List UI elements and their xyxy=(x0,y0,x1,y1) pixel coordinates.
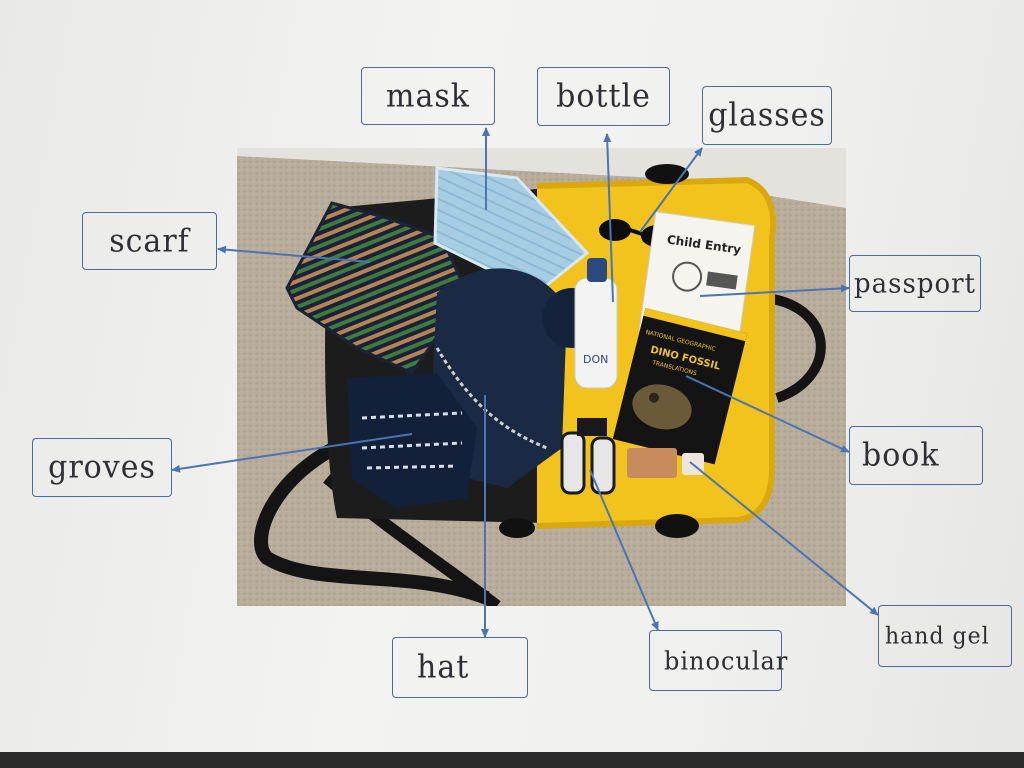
wheel xyxy=(655,514,699,538)
label-book: book xyxy=(849,426,983,485)
label-binocular-text: binocular xyxy=(664,645,789,676)
label-mask: mask xyxy=(361,67,495,125)
label-binocular: binocular xyxy=(649,630,787,691)
label-hat-text: hat xyxy=(417,649,470,686)
strap-left xyxy=(254,431,490,605)
label-groves-text: groves xyxy=(48,449,156,486)
wheel xyxy=(499,518,535,538)
water-bottle: DON xyxy=(574,258,618,389)
label-bottle-text: bottle xyxy=(556,78,651,115)
label-hand-gel: hand gel xyxy=(878,605,1012,667)
label-hand-gel-text: hand gel xyxy=(885,622,990,650)
label-scarf: scarf xyxy=(82,212,217,270)
label-book-text: book xyxy=(862,437,940,474)
bottom-edge xyxy=(0,752,1024,768)
suitcase-photo: Child Entry DON NATIONAL GEOGRAPHIC DINO… xyxy=(237,148,846,606)
label-scarf-text: scarf xyxy=(109,222,190,260)
label-glasses: glasses xyxy=(702,86,832,145)
label-hat: hat xyxy=(392,637,528,698)
mask xyxy=(433,166,590,295)
label-passport-text: passport xyxy=(853,267,976,300)
label-passport: passport xyxy=(849,255,981,312)
label-bottle: bottle xyxy=(537,67,670,126)
bottle-print: DON xyxy=(583,353,608,366)
wheel xyxy=(645,164,689,184)
label-groves: groves xyxy=(32,438,172,497)
passport-paper: Child Entry xyxy=(638,211,756,345)
label-glasses-text: glasses xyxy=(708,97,826,134)
label-mask-text: mask xyxy=(386,77,470,115)
